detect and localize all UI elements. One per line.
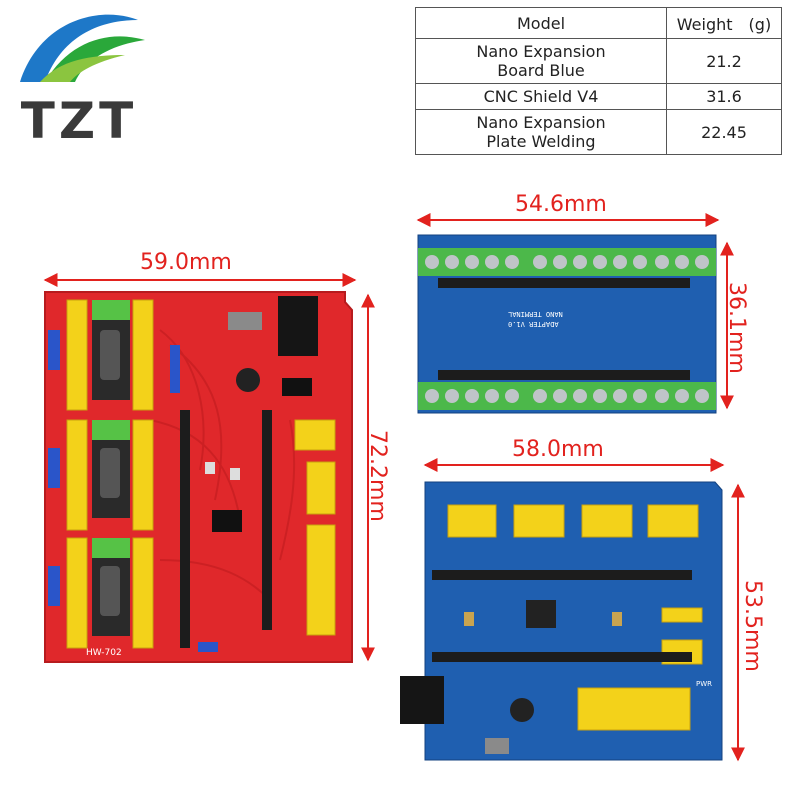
- cnc-model-label: HW-702: [86, 648, 122, 658]
- terminal-title-line2: ADAPTER V1.0: [508, 320, 559, 328]
- nano-expansion-board: [400, 481, 723, 761]
- model-line: Nano Expansion: [476, 42, 606, 61]
- weight-table: Model Weight (g) Nano Expansion Board Bl…: [415, 7, 782, 155]
- brand-logo: [20, 14, 145, 82]
- table-cell-model: Nano Expansion Board Blue: [415, 38, 667, 84]
- table-cell-weight: 31.6: [666, 83, 782, 110]
- terminal-width-label: 54.6mm: [515, 192, 607, 217]
- nano-pwr-label: PWR: [696, 680, 713, 688]
- terminal-screws: [425, 255, 709, 403]
- table-row: Nano Expansion Plate Welding 22.45: [415, 109, 782, 155]
- cnc-shield-board: [44, 291, 353, 663]
- cnc-width-label: 59.0mm: [140, 250, 232, 275]
- model-line: Board Blue: [497, 61, 585, 80]
- nano-height-label: 53.5mm: [740, 580, 765, 672]
- table-row: CNC Shield V4 31.6: [415, 83, 782, 110]
- model-line: Plate Welding: [486, 132, 596, 151]
- cnc-height-label: 72.2mm: [365, 430, 390, 522]
- nano-terminal-adapter-board: [417, 234, 717, 414]
- model-line: Nano Expansion: [476, 113, 606, 132]
- terminal-height-label: 36.1mm: [724, 282, 749, 374]
- brand-logo-text: TZT: [20, 92, 138, 150]
- table-cell-model: CNC Shield V4: [415, 83, 667, 110]
- nano-width-label: 58.0mm: [512, 437, 604, 462]
- table-cell-model: Nano Expansion Plate Welding: [415, 109, 667, 155]
- table-cell-weight: 21.2: [666, 38, 782, 84]
- table-cell-weight: 22.45: [666, 109, 782, 155]
- table-row: Nano Expansion Board Blue 21.2: [415, 38, 782, 84]
- terminal-title-line1: NANO TERMINAL: [508, 310, 563, 318]
